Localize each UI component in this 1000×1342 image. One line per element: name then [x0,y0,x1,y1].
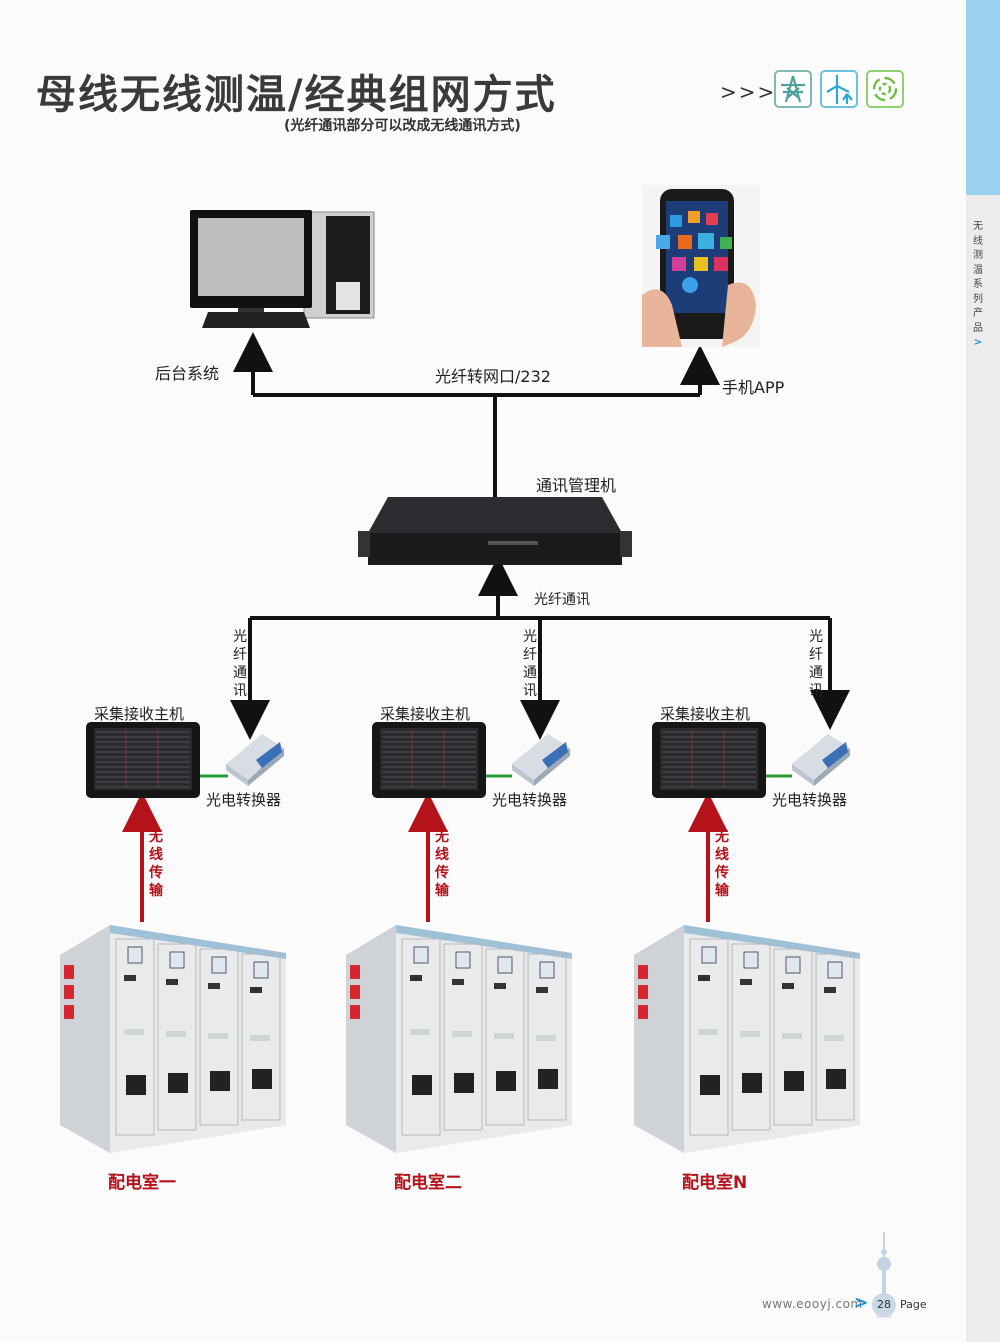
backend-label: 后台系统 [155,364,220,383]
switchgear-cabinet-image [60,925,286,1153]
page-number: 28 [872,1293,896,1317]
side-tab [966,0,1000,1342]
room-label: 配电室二 [394,1173,462,1193]
page-title: 母线无线测温/经典组网方式 [36,72,557,118]
branch-2-link-label: 光纤 通讯 [523,629,537,699]
manager-label: 通讯管理机 [536,476,617,495]
photoelectric-converter-device [226,734,284,786]
host-label: 采集接收主机 [94,705,185,723]
collector-host-device [372,722,486,798]
recycle-cycle-icon [866,70,904,108]
wireless-label: 无线 传输 [149,829,163,899]
chevrons: >>> [720,80,777,104]
side-tab-label[interactable]: 无 线 测 温 系 列 产 品 > [972,220,984,351]
page-word: Page [900,1298,927,1311]
branch-1-link-label: 光纤 通讯 [233,629,247,699]
footer-url[interactable]: www.eooyj.com [762,1297,863,1311]
wind-turbine-icon [820,70,858,108]
manager-uplink-label: 光纤通讯 [534,592,590,608]
comm-manager-device [358,497,632,565]
smartphone-app-image [642,185,760,347]
collector-host-device [652,722,766,798]
tower-logo-icon [876,1232,892,1318]
switchgear-cabinet-image [346,925,572,1153]
room-label: 配电室一 [108,1173,176,1193]
photoelectric-converter-device [792,734,850,786]
side-tab-accent [966,0,1000,195]
wireless-label: 无线 传输 [715,829,729,899]
host-label: 采集接收主机 [380,705,471,723]
collector-host-device [86,722,200,798]
switchgear-cabinet-image [634,925,860,1153]
mobile-app-label: 手机APP [722,378,785,397]
converter-label: 光电转换器 [206,791,282,809]
wireless-label: 无线 传输 [435,829,449,899]
top-link-label: 光纤转网口/232 [435,367,551,386]
room-label: 配电室N [682,1173,748,1193]
host-label: 采集接收主机 [660,705,751,723]
page-subtitle: (光纤通讯部分可以改成无线通讯方式) [284,118,521,134]
side-arrow-icon: > [973,337,983,348]
desktop-computer-image [190,210,375,328]
photoelectric-converter-device [512,734,570,786]
branch-3-link-label: 光纤 通讯 [809,629,823,699]
converter-label: 光电转换器 [492,791,568,809]
footer-arrow-icon: > [854,1293,869,1313]
converter-label: 光电转换器 [772,791,848,809]
power-tower-icon [774,70,812,108]
